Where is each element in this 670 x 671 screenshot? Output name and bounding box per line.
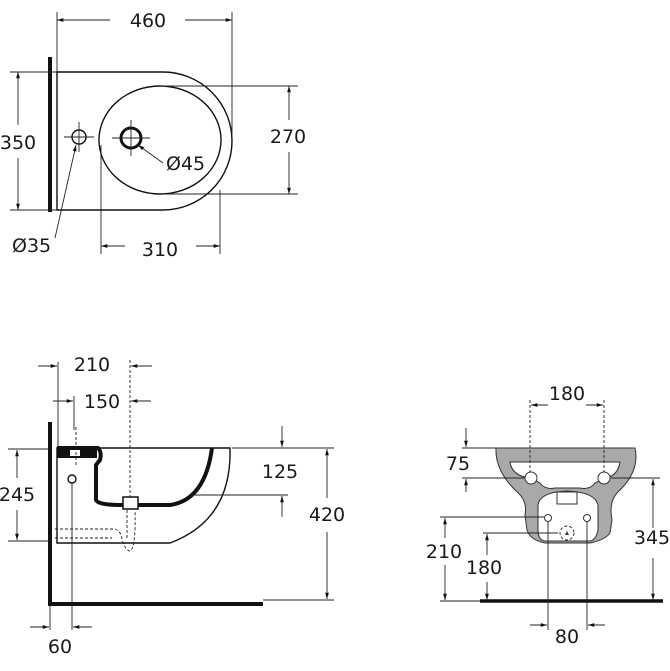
dim-inlet-from-floor: 210 (426, 541, 462, 563)
dim-width: 460 (130, 10, 166, 32)
dim-bowl-depth: 270 (270, 126, 306, 148)
dim-inlet-height: 245 (0, 484, 35, 506)
bowl-outline (98, 85, 222, 195)
bidet-profile (56, 447, 231, 544)
side-view: 210 150 125 420 245 60 (0, 354, 345, 658)
inner-channel (57, 446, 214, 507)
dim-inlet-spacing: 80 (555, 626, 579, 648)
dim-fixing-height: 75 (446, 453, 470, 475)
dim-waste-from-floor: 180 (466, 557, 502, 579)
dim-height: 420 (309, 504, 345, 526)
fixing-hole-right (597, 471, 611, 485)
dim-depth: 350 (0, 132, 36, 154)
rear-view: 180 75 345 210 180 80 (426, 383, 670, 648)
waste-outlet (559, 525, 575, 541)
inlet-right (583, 514, 591, 522)
dim-tap-to-waste: 210 (74, 354, 110, 376)
label-tap-diameter: Ø35 (12, 235, 51, 257)
dim-wall-to-inlet: 60 (48, 636, 72, 658)
top-view: 460 350 270 310 Ø45 Ø35 (0, 10, 306, 261)
label-drain-diameter: Ø45 (166, 153, 205, 175)
inlet-hole (67, 474, 77, 484)
dim-fixing-centres: 180 (549, 383, 585, 405)
inlet-left (544, 514, 552, 522)
dim-bowl-height: 125 (262, 461, 298, 483)
dim-wall-to-tap: 150 (84, 391, 120, 413)
fixing-hole-left (524, 471, 538, 485)
dim-fixing-from-floor: 345 (634, 527, 670, 549)
dim-bowl-offset: 310 (142, 239, 178, 261)
